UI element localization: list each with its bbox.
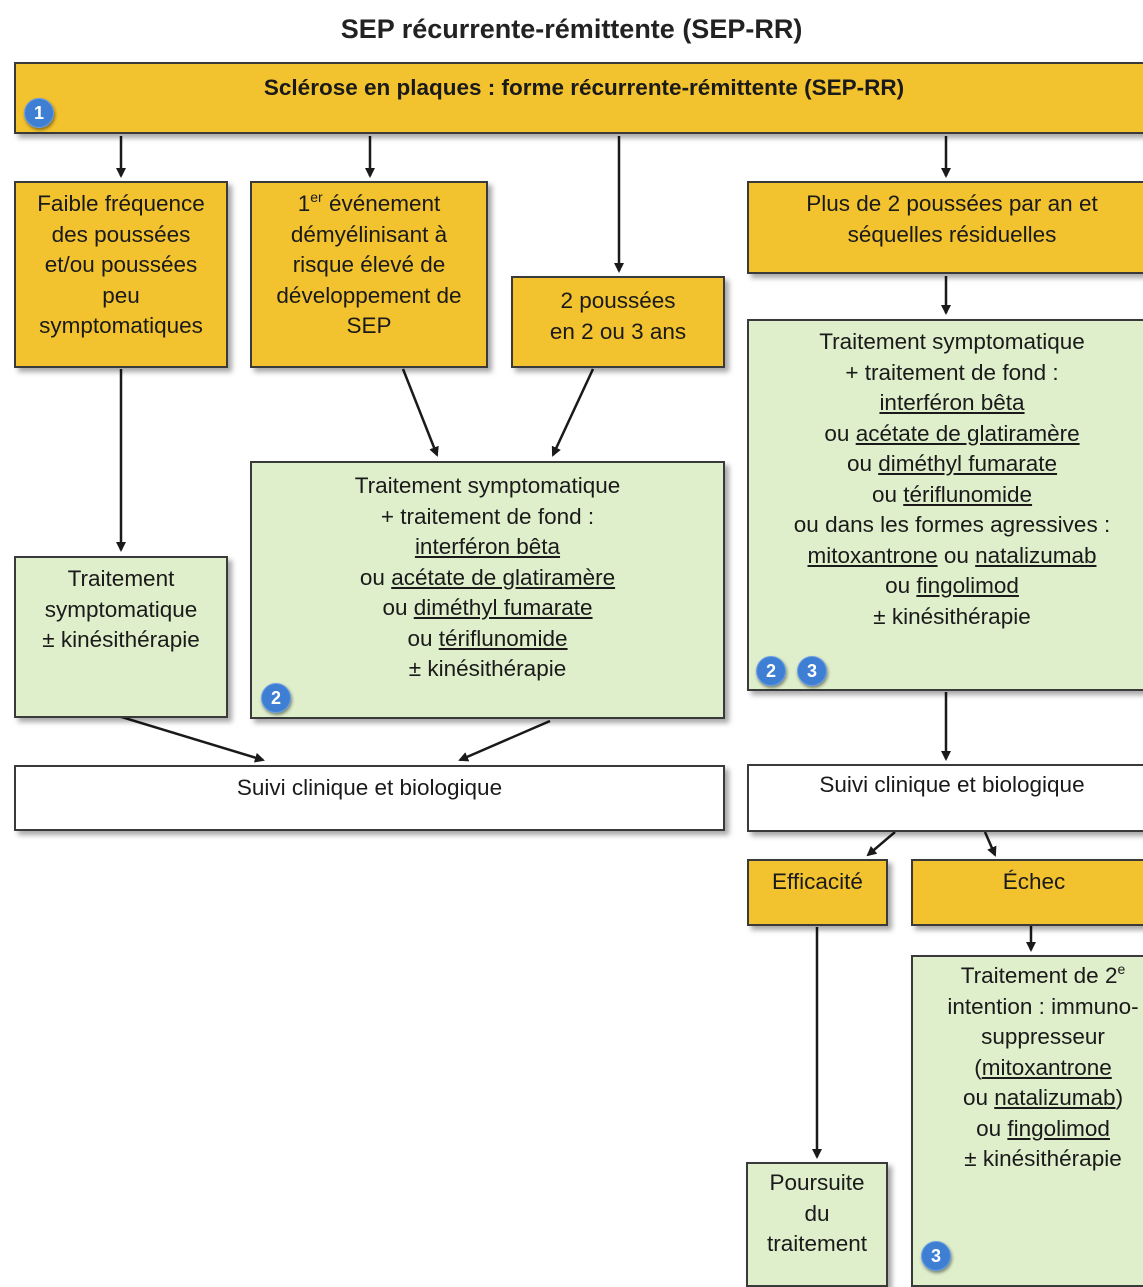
arrow-followup-to-efficacy bbox=[866, 831, 896, 857]
box-two-relapses: 2 poussées en 2 ou 3 ans bbox=[511, 276, 725, 368]
treatment-line: + traitement de fond : bbox=[845, 359, 1059, 385]
step-badge-2: 2 bbox=[756, 656, 786, 686]
treat-symptomatic-line: Traitement bbox=[67, 566, 175, 591]
many-relapses-line: séquelles résiduelles bbox=[847, 221, 1057, 247]
drug-natalizumab: natalizumab bbox=[994, 1085, 1116, 1110]
arrow-followup-to-failure bbox=[983, 831, 997, 857]
drug-glatiramer-acetate: acétate de glatiramère bbox=[855, 420, 1080, 446]
top-box-sep-rr: Sclérose en plaques : forme récurrente-r… bbox=[14, 62, 1143, 134]
first-event-line: démyélinisant à bbox=[290, 221, 448, 247]
page-title: SEP récurrente-rémittente (SEP-RR) bbox=[340, 14, 803, 44]
two-relapses-line: en 2 ou 3 ans bbox=[549, 318, 687, 344]
arrow-background-to-followup bbox=[458, 719, 551, 762]
first-event-line: 1er événement bbox=[297, 189, 441, 216]
drug-teriflunomide: tériflunomide bbox=[438, 625, 568, 651]
drug-teriflunomide: tériflunomide bbox=[903, 481, 1033, 507]
box-low-frequency: Faible fréquence des poussées et/ou pous… bbox=[14, 181, 228, 368]
box-many-relapses: Plus de 2 poussées par an et séquelles r… bbox=[747, 181, 1143, 274]
aggressive-forms-line: ou dans les formes agressives : bbox=[793, 512, 1111, 537]
box-continue-treatment: Poursuite du traitement bbox=[746, 1162, 888, 1287]
many-relapses-line: Plus de 2 poussées par an et bbox=[806, 191, 1098, 216]
efficacy-label: Efficacité bbox=[772, 869, 863, 894]
step-badge-3: 3 bbox=[921, 1241, 951, 1271]
followup-label: Suivi clinique et biologique bbox=[819, 772, 1085, 797]
low-frequency-line: Faible fréquence bbox=[37, 191, 205, 216]
low-frequency-line: peu bbox=[102, 282, 140, 308]
drug-mitoxantrone: mitoxantrone bbox=[807, 542, 938, 568]
continue-line: traitement bbox=[766, 1231, 868, 1256]
box-second-line-treatment: Traitement de 2e intention : immuno- sup… bbox=[911, 955, 1143, 1287]
arrow-two-relapses-to-background bbox=[551, 368, 595, 457]
first-event-line: risque élevé de bbox=[292, 252, 446, 277]
step-badge-3: 3 bbox=[797, 656, 827, 686]
step-badge-2: 2 bbox=[261, 683, 291, 713]
low-frequency-line: symptomatiques bbox=[39, 313, 203, 338]
physio-line: ± kinésithérapie bbox=[964, 1146, 1122, 1171]
continue-line: du bbox=[804, 1200, 830, 1226]
first-event-line: SEP bbox=[346, 313, 392, 338]
drug-fingolimod: fingolimod bbox=[1007, 1115, 1110, 1141]
box-failure: Échec bbox=[911, 859, 1143, 926]
second-line-title: Traitement de 2e bbox=[960, 961, 1126, 988]
arrow-first-event-to-background bbox=[401, 368, 439, 457]
continue-line: Poursuite bbox=[769, 1170, 865, 1195]
drug-glatiramer-acetate: acétate de glatiramère bbox=[391, 564, 616, 590]
low-frequency-line: et/ou poussées bbox=[44, 252, 198, 277]
drug-dimethyl-fumarate: diméthyl fumarate bbox=[878, 451, 1058, 476]
box-treat-symptomatic: Traitement symptomatique ± kinésithérapi… bbox=[14, 556, 228, 718]
box-followup-right: Suivi clinique et biologique bbox=[747, 764, 1143, 832]
drug-natalizumab: natalizumab bbox=[975, 542, 1097, 568]
treatment-line: Traitement symptomatique bbox=[819, 329, 1085, 354]
box-first-event: 1er événement démyélinisant à risque éle… bbox=[250, 181, 488, 368]
treat-symptomatic-line: ± kinésithérapie bbox=[42, 627, 200, 652]
drug-fingolimod: fingolimod bbox=[916, 573, 1019, 598]
top-box-label: Sclérose en plaques : forme récurrente-r… bbox=[263, 75, 905, 100]
second-line-text: suppresseur bbox=[981, 1024, 1105, 1049]
treat-symptomatic-line: symptomatique bbox=[44, 596, 198, 622]
box-treat-background: Traitement symptomatique + traitement de… bbox=[250, 461, 725, 719]
followup-label: Suivi clinique et biologique bbox=[236, 775, 503, 800]
step-badge-1: 1 bbox=[24, 98, 54, 128]
arrow-symptomatic-to-followup bbox=[114, 713, 265, 763]
treatment-line: + traitement de fond : bbox=[380, 503, 595, 529]
drug-mitoxantrone: mitoxantrone bbox=[981, 1054, 1112, 1080]
low-frequency-line: des poussées bbox=[51, 221, 191, 247]
two-relapses-line: 2 poussées bbox=[560, 288, 676, 313]
physio-line: ± kinésithérapie bbox=[408, 656, 567, 681]
failure-label: Échec bbox=[1002, 869, 1066, 894]
drug-dimethyl-fumarate: diméthyl fumarate bbox=[413, 595, 593, 620]
drug-interferon-beta: interféron bêta bbox=[879, 390, 1025, 415]
treatment-line: Traitement symptomatique bbox=[354, 473, 621, 498]
physio-line: ± kinésithérapie bbox=[873, 603, 1031, 629]
box-treat-aggressive: Traitement symptomatique + traitement de… bbox=[747, 319, 1143, 691]
second-line-text: intention : immuno- bbox=[947, 993, 1139, 1019]
drug-interferon-beta: interféron bêta bbox=[414, 534, 561, 559]
box-followup-left: Suivi clinique et biologique bbox=[14, 765, 725, 831]
box-efficacy: Efficacité bbox=[747, 859, 888, 926]
first-event-line: développement de bbox=[276, 282, 462, 308]
